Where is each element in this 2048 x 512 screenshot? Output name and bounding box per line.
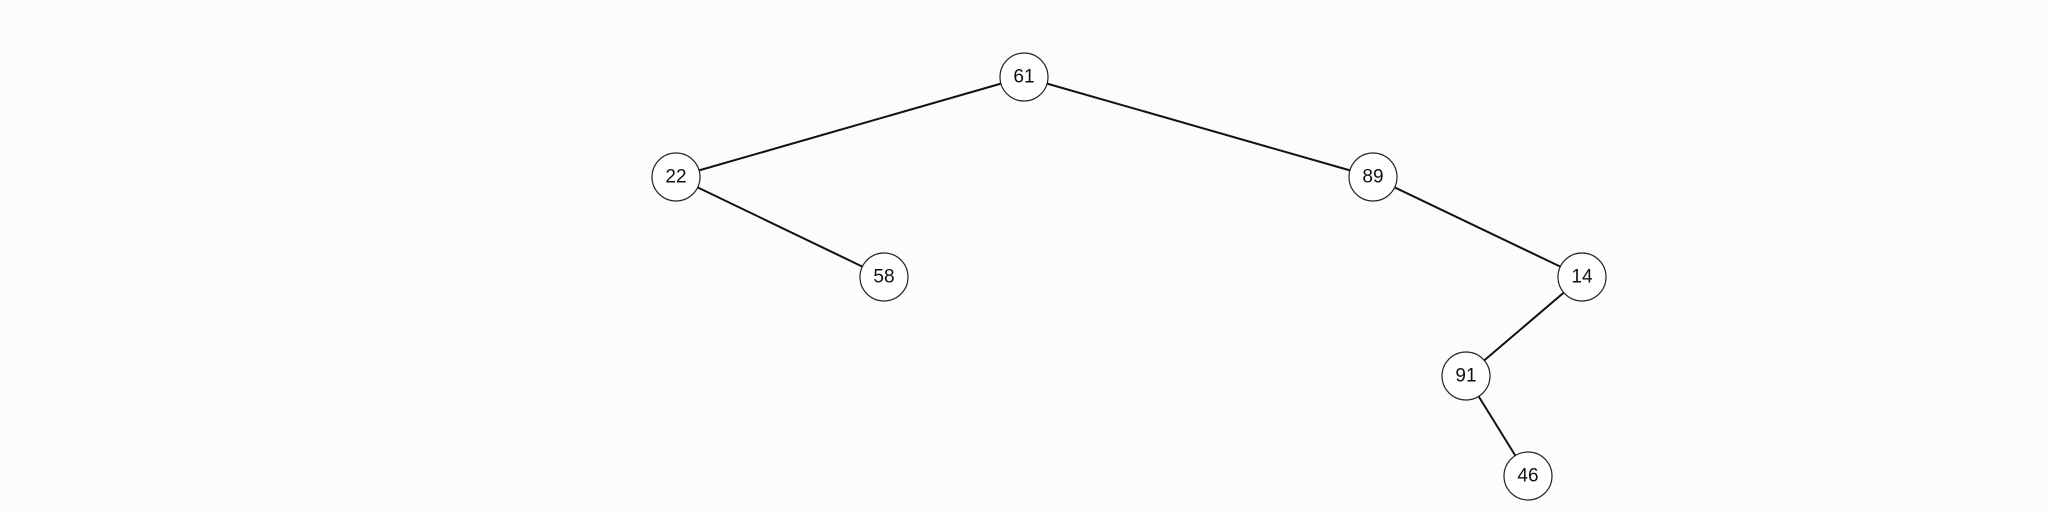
tree-node-label: 58	[873, 267, 894, 288]
tree-node-circle	[999, 52, 1049, 102]
tree-node: 58	[859, 252, 909, 302]
tree-node: 22	[651, 152, 701, 202]
tree-node-label: 22	[665, 167, 686, 188]
tree-edge	[1477, 395, 1517, 457]
tree-node-circle	[1503, 451, 1553, 501]
tree-edge	[1483, 291, 1565, 362]
tree-node-circle	[859, 252, 909, 302]
tree-node-label: 91	[1455, 366, 1476, 387]
tree-edges	[697, 82, 1565, 457]
tree-edge	[1394, 186, 1561, 268]
tree-node-label: 14	[1571, 267, 1593, 288]
tree-node: 14	[1557, 252, 1607, 302]
tree-node-circle	[1441, 351, 1491, 401]
tree-node: 91	[1441, 351, 1491, 401]
tree-edge	[697, 186, 863, 268]
tree-node-circle	[1557, 252, 1607, 302]
tree-nodes: 61 22 89 58 14 91 46	[651, 52, 1607, 501]
tree-node: 89	[1348, 152, 1398, 202]
tree-edge	[1046, 82, 1351, 172]
tree-node-circle	[1348, 152, 1398, 202]
tree-edge	[698, 82, 1002, 172]
tree-node: 61	[999, 52, 1049, 102]
tree-node: 46	[1503, 451, 1553, 501]
tree-node-label: 61	[1013, 67, 1034, 88]
tree-node-label: 46	[1517, 466, 1538, 487]
tree-node-label: 89	[1362, 167, 1383, 188]
tree-node-circle	[651, 152, 701, 202]
